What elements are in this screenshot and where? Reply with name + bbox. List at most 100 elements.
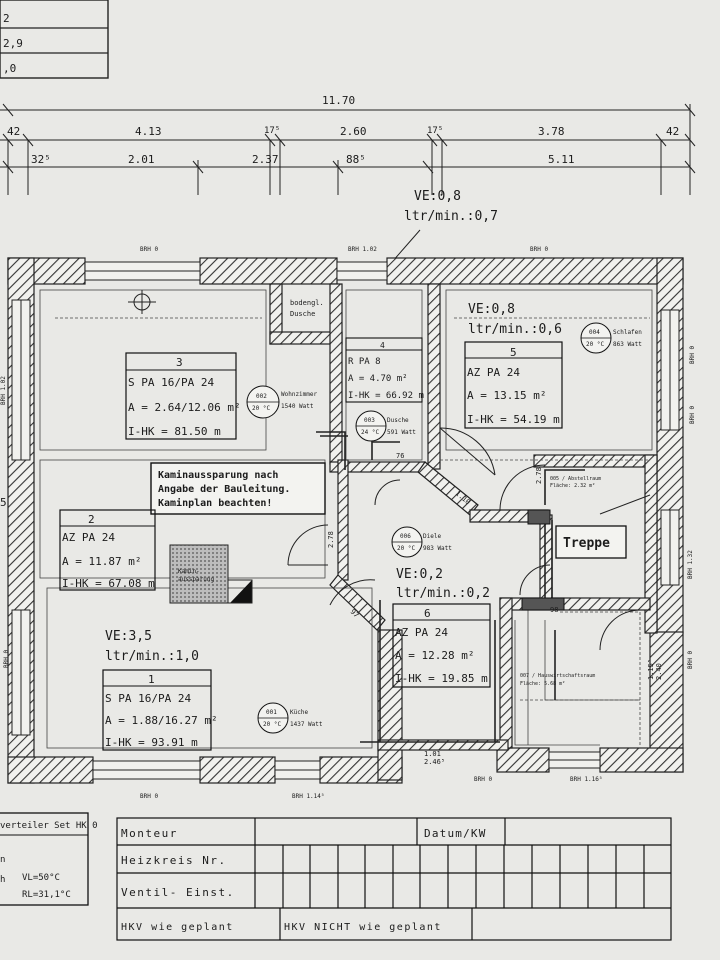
dim-r1-4: 17⁵ bbox=[427, 126, 443, 136]
room-2-area: A = 11.87 m² bbox=[62, 555, 141, 568]
revision-row-3: ,0 bbox=[3, 62, 16, 75]
ve-top-label: VE:0,8 ltr/min.:0,7 bbox=[391, 189, 498, 263]
note-hauswirtschaft-area: Fläche: 5.68 m² bbox=[520, 681, 565, 687]
room-5-type: AZ PA 24 bbox=[467, 366, 520, 379]
room-6-label: VE:0,2 ltr/min.:0,2 6 AZ PA 24 A = 12.28… bbox=[392, 567, 491, 688]
room-5-ve: VE:0,8 bbox=[468, 302, 515, 317]
ceiling-outlet-symbol bbox=[128, 290, 156, 314]
note-hauswirtschaft: 007 / Hauswirtschaftsraum bbox=[520, 673, 595, 679]
tag-001-watt: 1437 Watt bbox=[290, 721, 323, 728]
room-5-label: VE:0,8 ltr/min.:0,6 5 AZ PA 24 A = 13.15… bbox=[464, 302, 563, 429]
legend-vl-prefix: h bbox=[0, 875, 5, 885]
manifold-block bbox=[521, 597, 565, 611]
dim-r2-4: 5.11 bbox=[548, 153, 575, 166]
room-tag-003: 003 24 °C Dusche 591 Watt bbox=[355, 410, 416, 442]
tag-002-watt: 1540 Watt bbox=[281, 403, 314, 410]
tag-002-temp: 20 °C bbox=[252, 405, 270, 412]
chimney-note: Kaminaussparung nach Angabe der Bauleitu… bbox=[150, 462, 326, 515]
tag-002-name: Wohnzimmer bbox=[281, 391, 318, 398]
brh-label-9: BRH 0 bbox=[3, 650, 10, 668]
dim-r1-0: 42 bbox=[7, 125, 20, 138]
room-3-type: S PA 16/PA 24 bbox=[128, 376, 214, 389]
tb-ventil: Ventil- Einst. bbox=[121, 886, 235, 899]
revision-row-1: 2 bbox=[3, 12, 10, 25]
note-door-101: 1.01 bbox=[424, 750, 441, 758]
room-6-type: AZ PA 24 bbox=[395, 626, 448, 639]
door-swings bbox=[287, 427, 641, 651]
room-2-label: 2 AZ PA 24 A = 11.87 m² I-HK = 67.08 m bbox=[59, 509, 156, 591]
room-4-hk: I-HK = 66.92 m bbox=[348, 391, 424, 401]
room-1-flow: ltr/min.:1,0 bbox=[105, 649, 199, 664]
dim-r1-5: 3.78 bbox=[538, 125, 565, 138]
note-door-2785: 2.78 bbox=[535, 467, 543, 484]
brh-labels: BRH 0 BRH 1.02 BRH 0 BRH 0 BRH 1.14⁵ BRH… bbox=[0, 246, 696, 800]
side-label-5: 5 bbox=[0, 496, 7, 509]
legend-line1: n bbox=[0, 855, 5, 865]
brh-label-4: BRH 0 bbox=[140, 793, 158, 800]
room-2-type: AZ PA 24 bbox=[62, 531, 115, 544]
ve-top-value: VE:0,8 bbox=[414, 189, 461, 204]
brh-label-5: BRH 1.14⁵ bbox=[292, 793, 325, 800]
dim-total: 11.70 bbox=[322, 94, 355, 107]
tag-006-watt: 983 Watt bbox=[423, 545, 452, 552]
brh-label-12: BRH 1.32 bbox=[687, 550, 694, 579]
tb-heizkreis: Heizkreis Nr. bbox=[121, 854, 227, 867]
windows bbox=[11, 261, 680, 780]
dim-r1-6: 42 bbox=[666, 125, 679, 138]
note-bodengl-2: Dusche bbox=[290, 310, 315, 318]
room-tag-004: 004 20 °C Schlafen 863 Watt bbox=[580, 322, 642, 354]
tag-004-watt: 863 Watt bbox=[613, 341, 642, 348]
note-door-240: 2.40 bbox=[655, 663, 663, 680]
chimney-small-1: Kamin- bbox=[178, 568, 200, 575]
brh-label-8: BRH 1.02 bbox=[0, 376, 7, 405]
room-2-hk: I-HK = 67.08 m bbox=[62, 577, 155, 590]
note-door-278: 2.78 bbox=[327, 531, 335, 548]
tag-001-name: Küche bbox=[290, 709, 308, 716]
dim-r2-0: 32⁵ bbox=[31, 153, 51, 166]
room-4-type: R PA 8 bbox=[348, 357, 381, 367]
tag-004-temp: 20 °C bbox=[586, 341, 604, 348]
note-door-115: 1.15⁵ bbox=[647, 659, 655, 680]
room-5-hk: I-HK = 54.19 m bbox=[467, 413, 560, 426]
heating-pipes bbox=[316, 431, 585, 743]
stair-label: Treppe bbox=[555, 494, 651, 559]
note-bodengl-1: bodengl. bbox=[290, 299, 324, 307]
chimney-note-line3: Kaminplan beachten! bbox=[158, 497, 272, 509]
room-tag-001: 001 20 °C Küche 1437 Watt bbox=[257, 702, 323, 734]
brh-label-2: BRH 1.02 bbox=[348, 246, 377, 253]
chimney-note-line1: Kaminaussparung nach bbox=[158, 469, 278, 481]
brh-label-1: BRH 0 bbox=[140, 246, 158, 253]
tb-datum: Datum/KW bbox=[424, 827, 487, 840]
tag-004-code: 004 bbox=[589, 329, 600, 336]
tag-006-name: Diele bbox=[423, 533, 441, 540]
room-6-area: A = 12.28 m² bbox=[395, 649, 474, 662]
note-abstellraum: 005 / Abstellraum bbox=[550, 476, 601, 482]
legend-rl: RL=31,1°C bbox=[22, 890, 71, 900]
note-door-076: 76 bbox=[396, 452, 404, 460]
dim-r1-2: 17⁵ bbox=[264, 126, 280, 136]
ve-top-flow: ltr/min.:0,7 bbox=[404, 209, 498, 224]
room-6-flow: ltr/min.:0,2 bbox=[396, 586, 490, 601]
title-block bbox=[116, 817, 672, 941]
tag-003-code: 003 bbox=[364, 417, 375, 424]
legend-title: verteiler Set HK 0 bbox=[0, 821, 98, 831]
room-tag-002: 002 20 °C Wohnzimmer 1540 Watt bbox=[246, 385, 318, 419]
manifold-block-2 bbox=[527, 509, 551, 525]
legend-vl: VL=50°C bbox=[22, 873, 60, 883]
room-4-area: A = 4.70 m² bbox=[348, 374, 408, 384]
room-3-num: 3 bbox=[176, 356, 183, 369]
room-1-ve: VE:3,5 bbox=[105, 629, 152, 644]
distributor-legend: verteiler Set HK 0 n h VL=50°C RL=31,1°C bbox=[0, 812, 98, 906]
room-1-hk: I-HK = 93.91 m bbox=[105, 736, 198, 749]
tb-monteur: Monteur bbox=[121, 827, 178, 840]
stair-text: Treppe bbox=[563, 536, 610, 551]
tag-001-temp: 20 °C bbox=[263, 721, 281, 728]
room-6-num: 6 bbox=[424, 607, 431, 620]
note-door-098: 98 bbox=[550, 606, 558, 614]
revision-table: 2 2,9 ,0 bbox=[0, 0, 109, 79]
tag-001-code: 001 bbox=[266, 709, 277, 716]
tag-006-code: 006 bbox=[400, 533, 411, 540]
chimney-small-2: aussparung bbox=[178, 576, 215, 583]
